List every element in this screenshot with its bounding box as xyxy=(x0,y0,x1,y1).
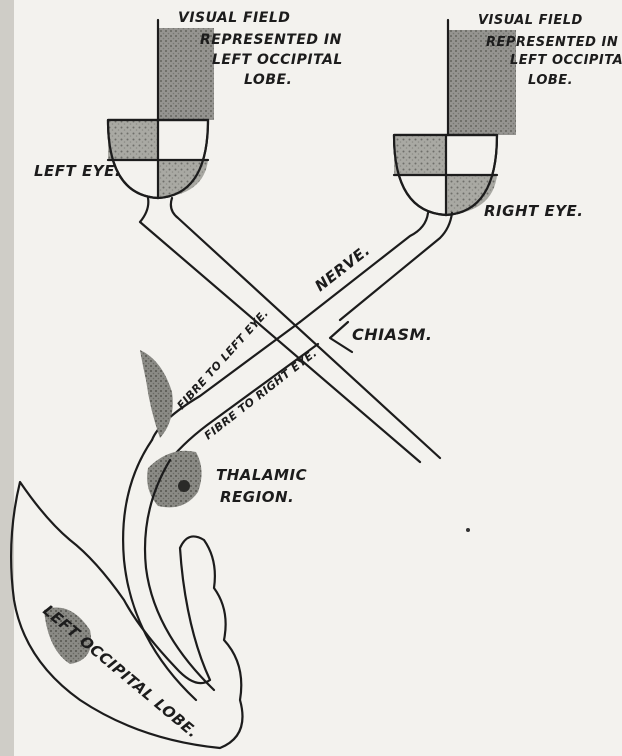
stray-dot xyxy=(466,528,470,532)
left-eye-label: LEFT EYE. xyxy=(34,162,121,180)
thalamic-region-label: THALAMIC REGION. xyxy=(216,466,313,506)
right-eye-globe xyxy=(394,135,497,215)
left-occipital-lobe-label: LEFT OCCIPITAL LOBE. xyxy=(39,601,202,741)
chiasm-label: CHIASM. xyxy=(352,325,433,344)
left-eye-globe xyxy=(108,120,208,198)
thalamic-region xyxy=(147,451,201,508)
fibre-shading xyxy=(140,350,173,438)
page-edge-shadow xyxy=(0,0,14,756)
nerve-label: NERVE. xyxy=(311,241,373,295)
right-eye-label: RIGHT EYE. xyxy=(484,202,584,220)
